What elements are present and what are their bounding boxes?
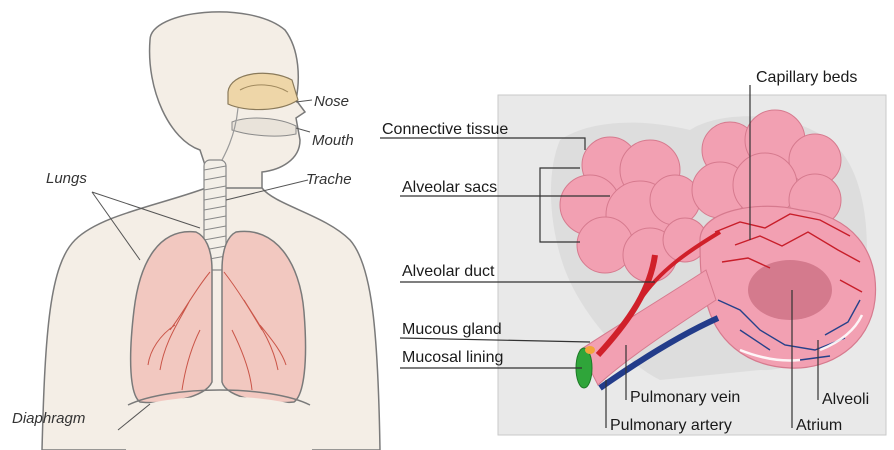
label-alveoli: Alveoli (822, 391, 869, 408)
label-pulmonary-artery: Pulmonary artery (610, 417, 732, 434)
label-alveolar-duct: Alveolar duct (402, 263, 495, 280)
label-mouth: Mouth (312, 132, 354, 149)
label-trachea: Trache (306, 171, 352, 188)
label-mucosal-lining: Mucosal lining (402, 349, 503, 366)
label-capillary-beds: Capillary beds (756, 69, 857, 86)
label-connective-tissue: Connective tissue (382, 121, 508, 138)
label-diaphragm: Diaphragm (12, 410, 85, 427)
alveoli-illustration (498, 95, 886, 435)
label-alveolar-sacs: Alveolar sacs (402, 179, 497, 196)
label-mucous-gland: Mucous gland (402, 321, 502, 338)
human-torso-figure (42, 12, 380, 450)
label-lungs: Lungs (46, 170, 87, 187)
atrium-cavity (748, 260, 832, 320)
label-atrium: Atrium (796, 417, 842, 434)
label-nose: Nose (314, 93, 349, 110)
label-pulmonary-vein: Pulmonary vein (630, 389, 740, 406)
